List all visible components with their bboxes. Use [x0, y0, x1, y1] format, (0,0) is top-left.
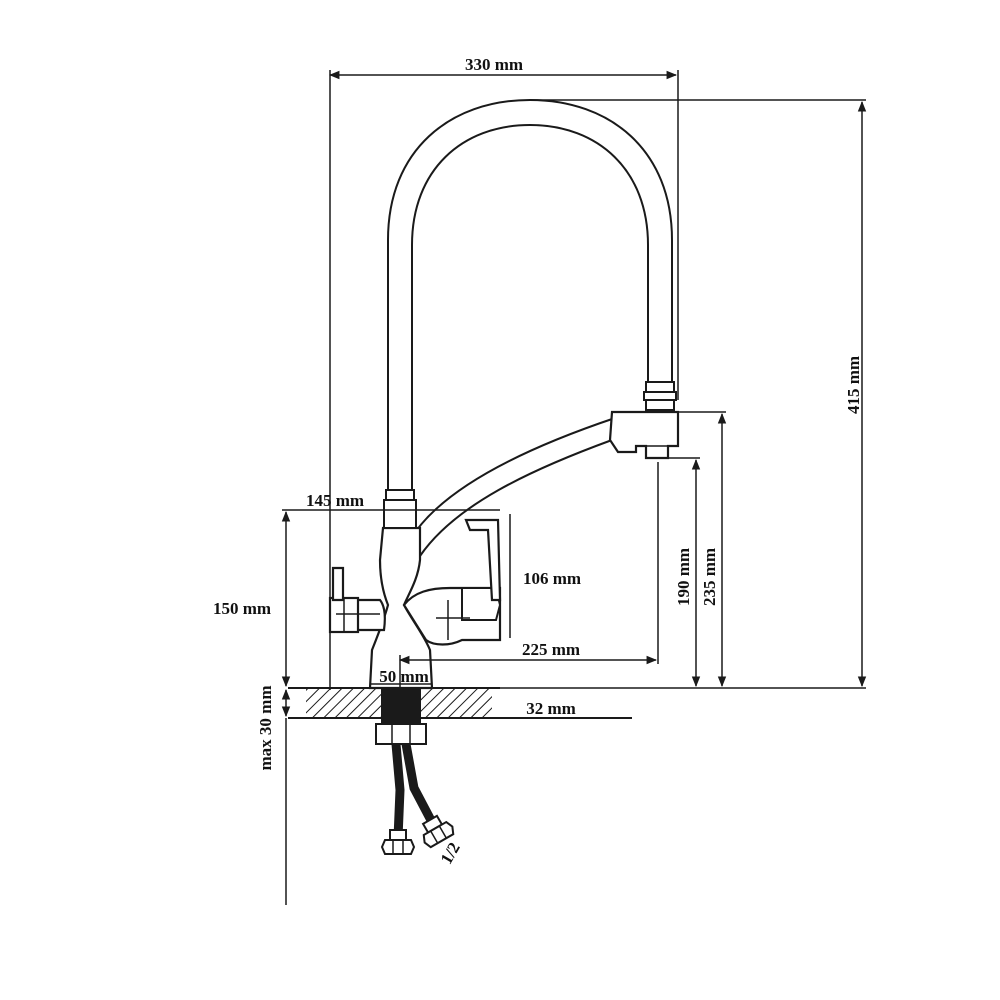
mounting-shank: [375, 688, 427, 745]
countertop: [288, 687, 632, 719]
filter-spout: [409, 410, 680, 557]
label-415: 415 mm: [844, 356, 863, 414]
dimension-lines: [281, 70, 867, 905]
label-32: 32 mm: [526, 699, 576, 718]
faucet-body: [328, 499, 502, 690]
label-max30: max 30 mm: [256, 686, 275, 771]
label-106: 106 mm: [523, 569, 581, 588]
label-50: 50 mm: [379, 667, 429, 686]
label-145: 145 mm: [306, 491, 364, 510]
label-150: 150 mm: [213, 599, 271, 618]
label-225: 225 mm: [522, 640, 580, 659]
label-235: 235 mm: [700, 548, 719, 606]
label-190: 190 mm: [674, 548, 693, 606]
label-330: 330 mm: [465, 55, 523, 74]
supply-hoses: [380, 743, 455, 855]
label-thread: 1/2: [437, 839, 464, 867]
